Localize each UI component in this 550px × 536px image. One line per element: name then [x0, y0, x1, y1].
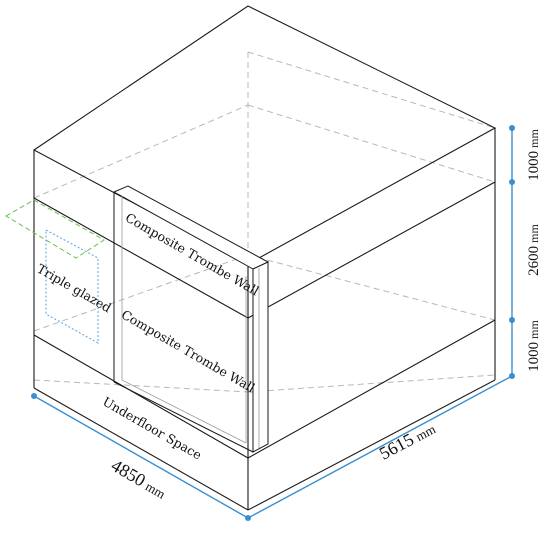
trombe-wall-bottom-edge: [113, 381, 254, 453]
bottom-left-edge: [33, 387, 249, 511]
hidden-ceiling-right: [247, 104, 496, 183]
trombe-wall-side: [252, 261, 269, 453]
width-dimension-value: 4850: [108, 455, 149, 490]
hidden-floor-line-left: [33, 254, 249, 332]
trombe-wall-lower-label: Composite Trombe Wall: [119, 307, 258, 396]
underfloor-space-label: Underfloor Space: [100, 394, 204, 463]
dimension-lines: [31, 125, 515, 521]
height-dim-end-top: [509, 125, 515, 131]
height-bottom-dimension-text: 1000 mm: [526, 320, 542, 372]
width-dimension-text: 4850mm: [108, 455, 170, 502]
level-lines: [33, 181, 496, 459]
bottom-right-edge: [247, 379, 496, 511]
depth-dimension-value: 5615: [376, 429, 417, 464]
hidden-floor-left: [33, 379, 249, 393]
height-dim-tick-floor: [509, 317, 515, 323]
height-mid-value: 2600: [526, 246, 542, 276]
height-top-dimension-text: 1000 mm: [526, 129, 542, 181]
width-dimension-line: [33, 395, 249, 519]
depth-dimension-unit: mm: [413, 421, 438, 444]
height-top-unit: mm: [527, 129, 541, 148]
hidden-floor-line-right: [247, 254, 496, 321]
trombe-wall-panel: [112, 185, 270, 453]
depth-dimension-text: 5615mm: [376, 418, 439, 464]
height-mid-unit: mm: [527, 224, 541, 243]
shading-outline: [5, 199, 105, 259]
hidden-floor-right: [247, 374, 496, 393]
depth-dimension-line: [247, 375, 513, 519]
trombe-wall-inner-bottom: [121, 379, 247, 444]
height-mid-dimension-text: 2600 mm: [526, 224, 542, 276]
width-dimension-unit: mm: [143, 479, 168, 502]
hidden-top-back-edge: [247, 51, 496, 129]
window: [45, 229, 99, 344]
shading-device: [5, 199, 105, 259]
top-face: [32, 5, 497, 265]
width-dim-end-left: [31, 393, 37, 399]
height-bottom-value: 1000: [526, 342, 542, 372]
window-outline: [45, 229, 99, 344]
hidden-ceiling-left: [33, 104, 249, 199]
floor-line-side: [247, 319, 496, 459]
height-dim-tick-ceiling: [509, 179, 515, 185]
height-top-value: 1000: [526, 151, 542, 181]
ceiling-line-front: [33, 197, 249, 319]
floor-line-front: [33, 334, 249, 459]
height-bottom-unit: mm: [527, 320, 541, 339]
ceiling-line-side: [247, 181, 496, 319]
